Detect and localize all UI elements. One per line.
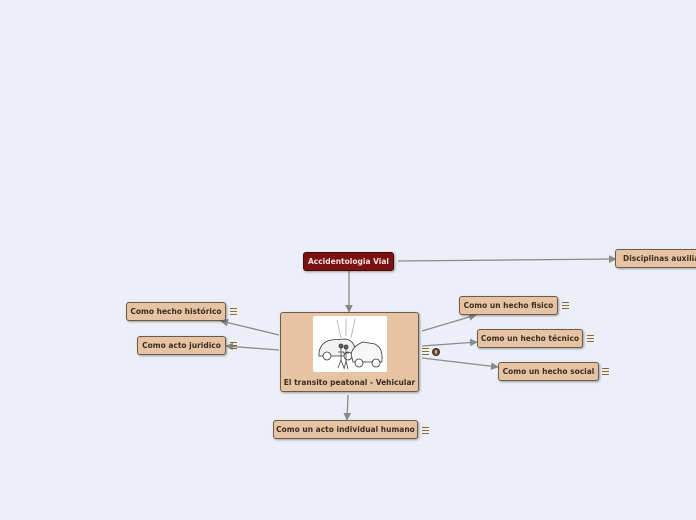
topic-hecho-historico[interactable]: Como hecho histórico [126,302,226,321]
connector-root-to-disciplinas [397,255,617,263]
central-topic-label: El transito peatonal - Vehicular [283,378,416,387]
topic-label: Como un hecho fisico [463,301,554,310]
connector-central-to-fisico [421,313,477,332]
note-icon[interactable] [562,302,569,309]
topic-label: Como un acto individual humano [276,425,415,434]
note-icon[interactable] [230,308,237,315]
root-topic-accidentologia[interactable]: Accidentologia Vial [303,252,394,271]
topic-hecho-tecnico[interactable]: Como un hecho técnico [477,329,583,348]
root-topic-label: Accidentologia Vial [307,257,389,266]
note-icon[interactable] [422,348,429,355]
connector-central-to-tecnico [421,338,478,347]
topic-disciplinas-auxiliares[interactable]: Disciplinas auxiliares [615,249,696,268]
connector-central-to-historico [220,318,280,336]
note-icon[interactable] [602,368,609,375]
link-globe-icon[interactable] [432,348,440,356]
connector-central-to-juridico [225,342,280,351]
topic-label: Como un hecho técnico [480,334,580,343]
note-icon[interactable] [230,342,237,349]
topic-label: Como hecho histórico [130,307,222,316]
car-accident-illustration [312,316,387,372]
topic-acto-individual-humano[interactable]: Como un acto individual humano [273,420,418,439]
note-icon[interactable] [587,335,594,342]
topic-acto-juridico[interactable]: Como acto juridico [137,336,226,355]
car-accident-drawing [318,318,382,370]
connector-central-to-individual [343,394,352,421]
central-topic-transito[interactable]: El transito peatonal - Vehicular [280,312,419,392]
topic-hecho-social[interactable]: Como un hecho social [498,362,599,381]
topic-label: Disciplinas auxiliares [623,254,696,263]
note-icon[interactable] [422,427,429,434]
connector-central-to-social [421,357,499,371]
topic-label: Como un hecho social [502,367,595,376]
topic-label: Como acto juridico [142,341,221,350]
topic-hecho-fisico[interactable]: Como un hecho fisico [459,296,558,315]
